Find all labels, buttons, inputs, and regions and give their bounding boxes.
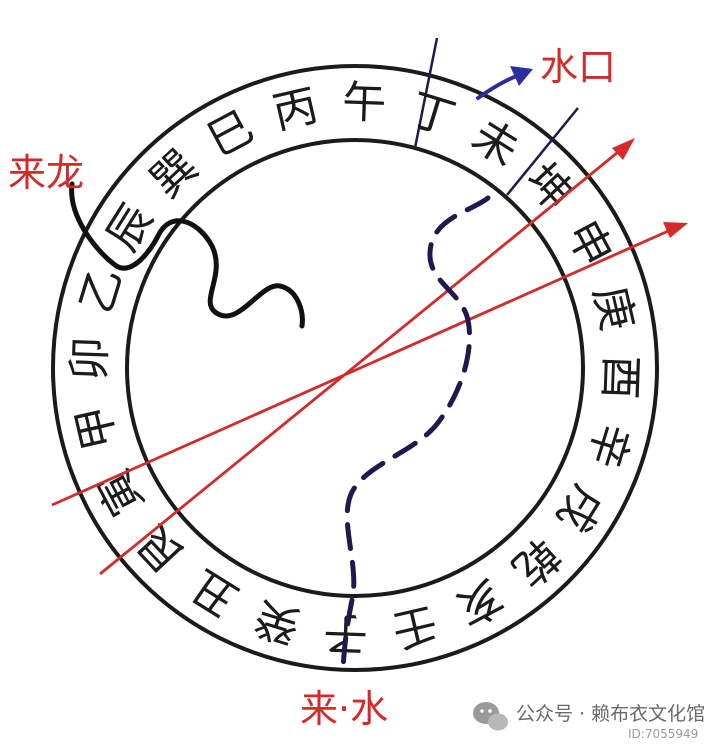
ring-char-8: 辛 xyxy=(578,417,640,474)
axis-line-upper xyxy=(99,146,624,576)
ring-divider-wei xyxy=(506,107,579,196)
ring-char-9: 戌 xyxy=(546,476,613,540)
ring-char-4: 坤 xyxy=(515,154,582,221)
ring-char-2: 丁 xyxy=(404,84,461,146)
ring-char-19: 卯 xyxy=(64,336,117,382)
incoming-water-label: 来·水 xyxy=(300,687,388,731)
arrow-head-lower xyxy=(663,222,688,238)
arrow-head-upper xyxy=(612,138,635,160)
ring-char-17: 寅 xyxy=(88,461,154,524)
incoming-dragon-path xyxy=(69,181,305,329)
ring-char-11: 亥 xyxy=(448,569,511,635)
wechat-icon xyxy=(473,702,508,731)
ring-char-1: 午 xyxy=(341,77,387,130)
incoming-dragon-label: 来龙 xyxy=(8,151,84,195)
axis-line-lower xyxy=(51,226,676,507)
watermark-id: ID:7055949 xyxy=(628,727,698,741)
ring-char-3: 未 xyxy=(463,110,527,177)
ring-char-0: 丙 xyxy=(268,80,322,140)
ring-char-21: 辰 xyxy=(97,195,164,259)
watermark: 公众号 · 赖布衣文化馆 ID:7055949 xyxy=(473,702,705,741)
ring-char-7: 酉 xyxy=(594,354,647,400)
inner-ring xyxy=(125,138,585,598)
ring-char-6: 庚 xyxy=(583,281,643,335)
ring-char-10: 乾 xyxy=(502,528,569,595)
ring-char-15: 丑 xyxy=(182,559,246,626)
ring-char-18: 甲 xyxy=(67,400,127,454)
ring-char-12: 壬 xyxy=(387,596,441,656)
water-outlet-arrow-head xyxy=(510,66,533,86)
outer-ring xyxy=(51,64,659,672)
incoming-water-path xyxy=(340,195,491,673)
watermark-text: 公众号 · 赖布衣文化馆 xyxy=(516,703,705,725)
ring-char-23: 巳 xyxy=(199,101,262,167)
ring-divider-ding xyxy=(413,37,439,149)
ring-char-22: 巽 xyxy=(141,141,208,208)
water-outlet-label: 水口 xyxy=(540,45,616,89)
ring-char-14: 癸 xyxy=(249,591,306,653)
